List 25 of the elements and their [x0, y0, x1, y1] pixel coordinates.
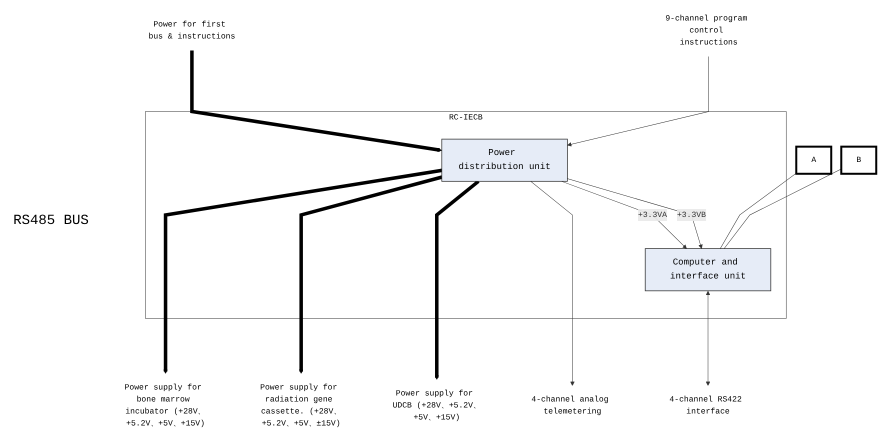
- arrow: [190, 50, 442, 152]
- node-text: Power for first bus & instructions: [148, 20, 236, 42]
- arrow: [567, 178, 703, 249]
- node-text: Power supply for radiation gene cassette. (+28V、+5.2V、+5V、±15V): [260, 382, 342, 428]
- node-text: 9-channel program control instructions: [665, 14, 748, 48]
- node-box: A: [795, 146, 832, 175]
- arrow: [298, 175, 442, 374]
- node-text: Power supply for bone marrow incubator (+28V、+5.2V、+5V、+15V): [124, 382, 206, 428]
- node-box: Power distribution unit: [441, 138, 568, 182]
- connector: [724, 168, 842, 249]
- node-box: B: [840, 146, 878, 175]
- node-text: 4-channel RS422 interface: [669, 394, 742, 416]
- arrow: [434, 180, 480, 380]
- node-text: Power supply for UDCB (+28V、+5.2V、+5V、+15V): [392, 388, 481, 422]
- node-text: 4-channel analog telemetering: [531, 394, 609, 416]
- bus-label: RS485 BUS: [12, 213, 90, 229]
- node-box: Computer and interface unit: [644, 248, 772, 292]
- edge-label: +3.3VB: [676, 210, 706, 220]
- connector: [720, 172, 797, 249]
- arrow: [530, 181, 575, 386]
- edge-label: +3.3VA: [638, 210, 667, 220]
- arrow: [163, 168, 442, 374]
- arrow: [706, 290, 710, 386]
- arrow: [561, 181, 687, 249]
- arrow: [567, 56, 709, 146]
